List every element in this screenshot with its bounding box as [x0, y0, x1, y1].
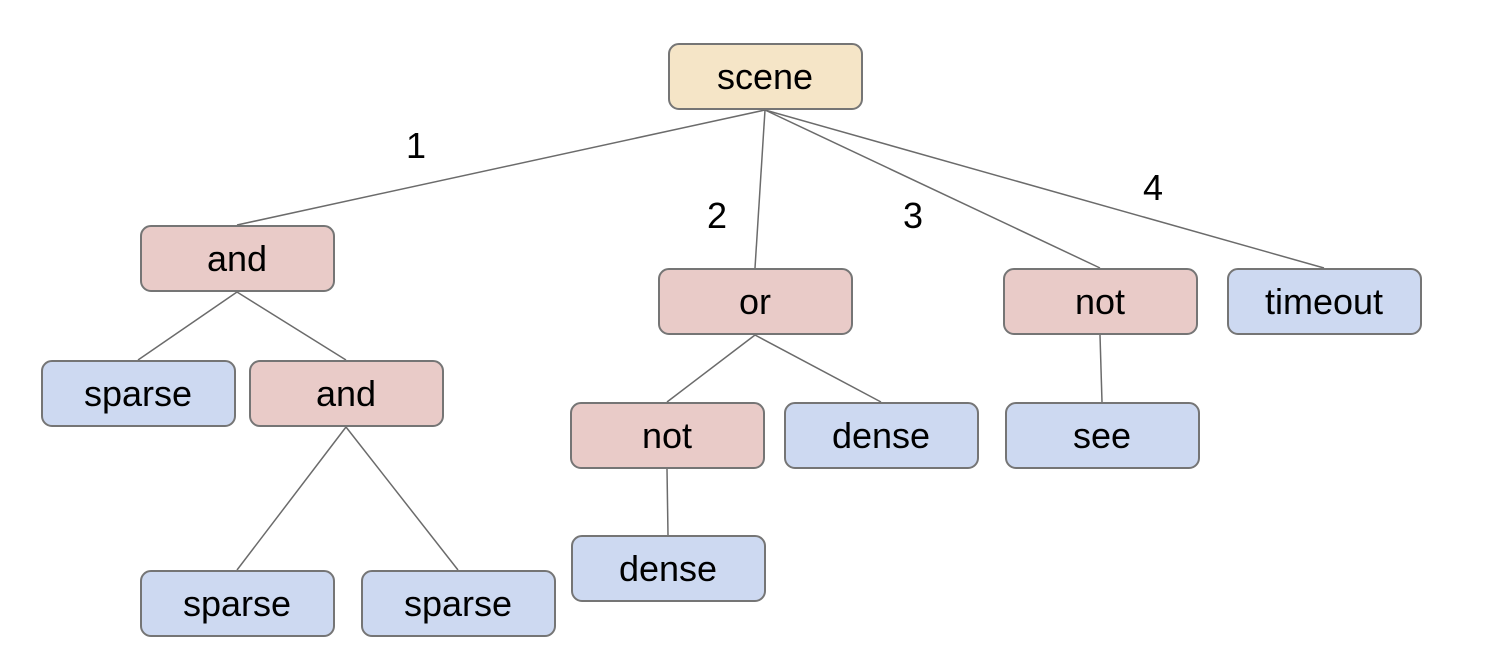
node-label: sparse — [403, 582, 513, 624]
node-label: sparse — [182, 582, 292, 624]
node-dense2: dense — [570, 535, 766, 602]
node-label: dense — [618, 547, 718, 589]
edge-and2-sparse2 — [236, 426, 347, 571]
node-sparse1: sparse — [40, 360, 236, 427]
node-label: see — [1072, 414, 1132, 456]
node-label: and — [206, 237, 268, 279]
edge-scene-or1 — [754, 109, 766, 269]
edge-or1-not2 — [666, 334, 756, 403]
edge-and1-and2 — [236, 291, 347, 361]
edge-scene-timeout1 — [764, 109, 1325, 269]
node-or1: or — [657, 268, 853, 335]
node-and1: and — [139, 225, 335, 292]
node-label: not — [641, 414, 693, 456]
edge-label-2: 2 — [707, 195, 727, 236]
node-label: and — [315, 372, 377, 414]
node-not1: not — [1002, 268, 1198, 335]
node-timeout1: timeout — [1226, 268, 1422, 335]
edge-and2-sparse3 — [345, 426, 459, 571]
edge-label-3: 3 — [903, 195, 923, 236]
node-sparse3: sparse — [360, 570, 556, 637]
edge-label-4: 4 — [1143, 167, 1163, 208]
node-label: sparse — [83, 372, 193, 414]
node-and2: and — [248, 360, 444, 427]
node-sparse2: sparse — [139, 570, 335, 637]
node-label: or — [738, 280, 771, 322]
node-label: dense — [831, 414, 931, 456]
edge-scene-not1 — [764, 109, 1101, 269]
node-label: not — [1074, 280, 1126, 322]
edge-not1-see1 — [1099, 334, 1103, 403]
node-label: scene — [716, 55, 814, 97]
edge-and1-sparse1 — [137, 291, 238, 361]
edge-not2-dense2 — [666, 468, 669, 536]
node-label: timeout — [1264, 280, 1384, 322]
edge-scene-and1 — [236, 109, 766, 226]
node-scene: scene — [667, 43, 863, 110]
edge-or1-dense1 — [754, 334, 882, 403]
node-dense1: dense — [783, 402, 979, 469]
node-see1: see — [1004, 402, 1200, 469]
edge-label-1: 1 — [406, 125, 426, 166]
node-not2: not — [569, 402, 765, 469]
